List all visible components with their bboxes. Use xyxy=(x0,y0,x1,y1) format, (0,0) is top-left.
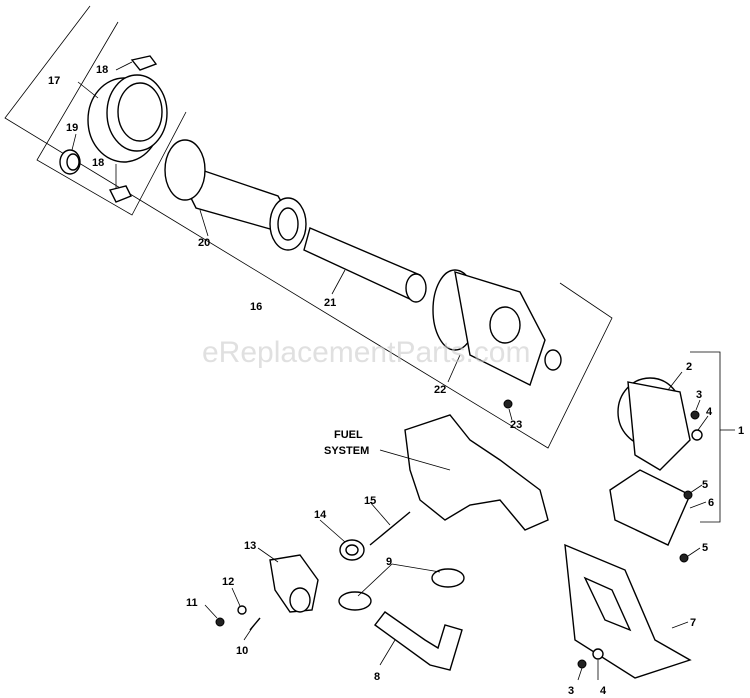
precleaner-housing xyxy=(87,74,168,163)
elbow-13 xyxy=(269,554,319,613)
assembly-1-bracket xyxy=(690,351,735,523)
callout-9: 9 xyxy=(386,556,392,568)
callout-17: 17 xyxy=(48,75,60,87)
assembly-17-boundary xyxy=(36,21,187,216)
seal-ring xyxy=(59,149,81,175)
watermark-text: eReplacementParts.com xyxy=(202,336,530,369)
callout-7: 7 xyxy=(690,617,696,629)
washer-4-top xyxy=(691,429,703,441)
callout-11: 11 xyxy=(186,597,198,609)
clip-top xyxy=(130,55,158,71)
bolt-5-bottom xyxy=(679,553,689,563)
intake-manifold xyxy=(404,414,549,531)
nut-3-bottom xyxy=(577,659,587,669)
callout-22: 22 xyxy=(434,384,446,396)
callout-2: 2 xyxy=(686,361,692,373)
callout-12: 12 xyxy=(222,576,234,588)
callout-4-top: 4 xyxy=(706,406,713,418)
callout-3-top: 3 xyxy=(696,389,702,401)
callout-10: 10 xyxy=(236,645,248,657)
callout-3-bottom: 3 xyxy=(568,685,574,697)
elbow-hose-8 xyxy=(374,611,463,671)
callout-19: 19 xyxy=(66,122,78,134)
bracket-6 xyxy=(609,469,691,546)
callout-18-bottom: 18 xyxy=(92,157,104,169)
callout-23: 23 xyxy=(510,419,522,431)
leader-lines xyxy=(71,61,709,681)
callout-21: 21 xyxy=(324,297,336,309)
nut-3-top xyxy=(690,410,700,420)
air-filter-element xyxy=(164,139,307,251)
hose-clamp-upper xyxy=(431,568,465,588)
callout-1: 1 xyxy=(738,425,744,437)
callout-5-top: 5 xyxy=(702,479,708,491)
gasket-14 xyxy=(339,539,365,561)
mounting-plate-7 xyxy=(564,543,692,679)
air-cleaner-base xyxy=(432,269,562,386)
assembly-16-boundary xyxy=(4,5,613,449)
callout-18-top: 18 xyxy=(96,64,108,76)
callout-4-bottom: 4 xyxy=(600,685,607,697)
nut-11 xyxy=(215,617,225,627)
clip-bottom xyxy=(108,185,132,203)
callout-8: 8 xyxy=(374,671,380,683)
callout-14: 14 xyxy=(314,509,327,521)
fuel-system-label-line2: SYSTEM xyxy=(324,445,369,457)
callout-5-bottom: 5 xyxy=(702,542,708,554)
screw-23 xyxy=(503,399,513,409)
fuel-system-label-line1: FUEL xyxy=(334,429,363,441)
callout-20: 20 xyxy=(198,237,210,249)
callout-13: 13 xyxy=(244,540,256,552)
inner-tube xyxy=(303,227,427,303)
callout-15: 15 xyxy=(364,495,376,507)
washer-12 xyxy=(237,605,247,615)
hose-clamp-lower xyxy=(338,591,372,611)
callout-16: 16 xyxy=(250,301,262,313)
stud-15 xyxy=(369,511,411,546)
mounting-band xyxy=(617,377,691,471)
washer-4-bottom xyxy=(592,648,604,660)
callout-6: 6 xyxy=(708,497,714,509)
